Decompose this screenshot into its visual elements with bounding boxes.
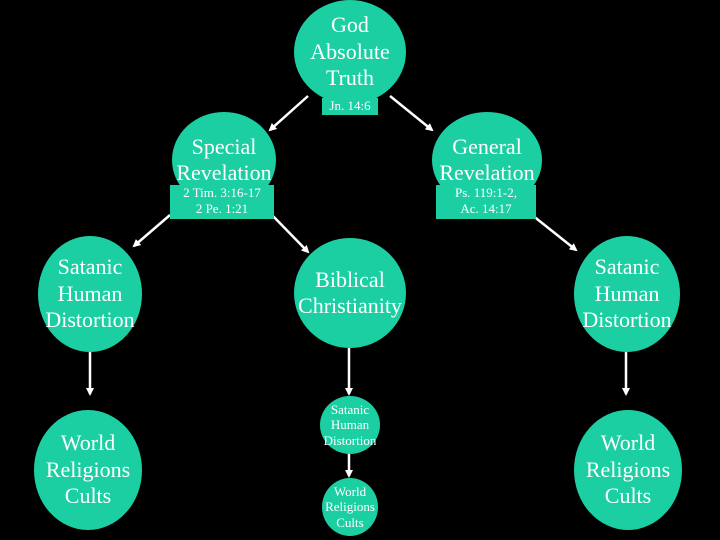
arrow-god-to-general	[389, 95, 434, 132]
arrow-general-to-satanic-right	[531, 214, 578, 252]
god-node: God Absolute Truth	[294, 0, 406, 104]
world-religions-right-node: World Religions Cults	[574, 410, 682, 530]
satanic-distortion-right-node: Satanic Human Distortion	[574, 236, 680, 352]
arrow-special-to-satanic-left	[132, 214, 171, 248]
world-religions-left-node: World Religions Cults	[34, 410, 142, 530]
biblical-christianity-node: Biblical Christianity	[294, 238, 406, 348]
god-reference: Jn. 14:6	[322, 98, 378, 115]
arrow-god-to-special	[268, 95, 309, 132]
satanic-distortion-center-node: Satanic Human Distortion	[320, 396, 380, 454]
special-revelation-reference: 2 Tim. 3:16-17 2 Pe. 1:21	[170, 185, 274, 219]
general-revelation-reference: Ps. 119:1-2, Ac. 14:17	[436, 185, 536, 219]
satanic-distortion-left-node: Satanic Human Distortion	[38, 236, 142, 352]
arrow-special-to-biblical	[271, 214, 310, 254]
world-religions-center-node: World Religions Cults	[322, 478, 378, 536]
